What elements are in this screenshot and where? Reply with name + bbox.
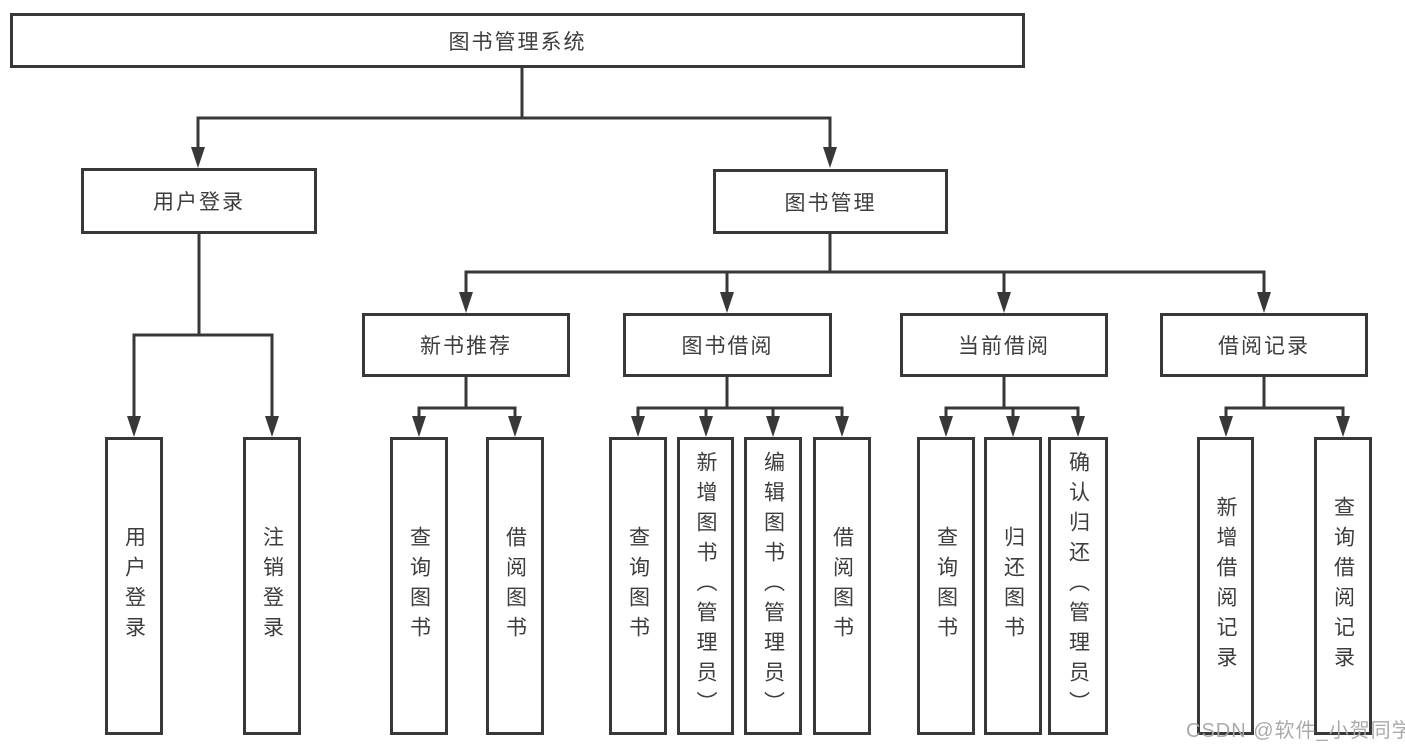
leaf-borrow-book: 借阅图书: [813, 437, 871, 735]
node-new-book-recommend-label: 新书推荐: [420, 335, 512, 358]
node-borrow-record-label: 借阅记录: [1218, 335, 1310, 358]
leaf-record-add-label: 新增借阅记录: [1214, 496, 1237, 676]
leaf-borrow-add-admin: 新增图书（管理员）: [677, 437, 734, 735]
leaf-newbook-query-label: 查询图书: [407, 526, 431, 646]
leaf-current-query: 查询图书: [917, 437, 975, 735]
node-book-management: 图书管理: [713, 169, 948, 234]
node-user-login-label: 用户登录: [153, 191, 245, 214]
leaf-logout-label: 注销登录: [260, 526, 284, 646]
node-current-borrow: 当前借阅: [900, 313, 1108, 377]
leaf-current-confirm-admin-label: 确认归还（管理员）: [1066, 451, 1090, 721]
leaf-borrow-add-admin-label: 新增图书（管理员）: [694, 451, 717, 721]
leaf-current-confirm-admin: 确认归还（管理员）: [1048, 437, 1108, 735]
leaf-user-login-label: 用户登录: [122, 526, 146, 646]
leaf-newbook-borrow: 借阅图书: [486, 437, 544, 735]
leaf-record-query: 查询借阅记录: [1314, 437, 1372, 735]
leaf-user-login: 用户登录: [105, 437, 163, 735]
watermark: CSDN @软件_小贺同学: [1186, 720, 1405, 742]
leaf-record-query-label: 查询借阅记录: [1331, 496, 1355, 676]
leaf-borrow-edit-admin-label: 编辑图书（管理员）: [761, 451, 785, 721]
leaf-current-return: 归还图书: [984, 437, 1042, 735]
node-new-book-recommend: 新书推荐: [362, 313, 570, 377]
leaf-logout: 注销登录: [243, 437, 301, 735]
node-root-label: 图书管理系统: [448, 30, 587, 54]
leaf-borrow-edit-admin: 编辑图书（管理员）: [744, 437, 802, 735]
node-book-management-label: 图书管理: [784, 191, 877, 215]
leaf-borrow-query: 查询图书: [609, 437, 667, 735]
leaf-newbook-query: 查询图书: [390, 437, 448, 735]
node-book-borrow: 图书借阅: [623, 313, 832, 377]
leaf-borrow-book-label: 借阅图书: [830, 526, 854, 646]
leaf-record-add: 新增借阅记录: [1197, 437, 1254, 735]
node-user-login: 用户登录: [81, 168, 317, 234]
leaf-current-query-label: 查询图书: [934, 526, 958, 646]
leaf-current-return-label: 归还图书: [1001, 526, 1025, 646]
node-current-borrow-label: 当前借阅: [958, 335, 1050, 358]
leaf-borrow-query-label: 查询图书: [626, 526, 650, 646]
leaf-newbook-borrow-label: 借阅图书: [503, 526, 527, 646]
node-borrow-record: 借阅记录: [1160, 313, 1368, 377]
node-book-borrow-label: 图书借阅: [681, 335, 774, 358]
node-root: 图书管理系统: [10, 13, 1025, 68]
